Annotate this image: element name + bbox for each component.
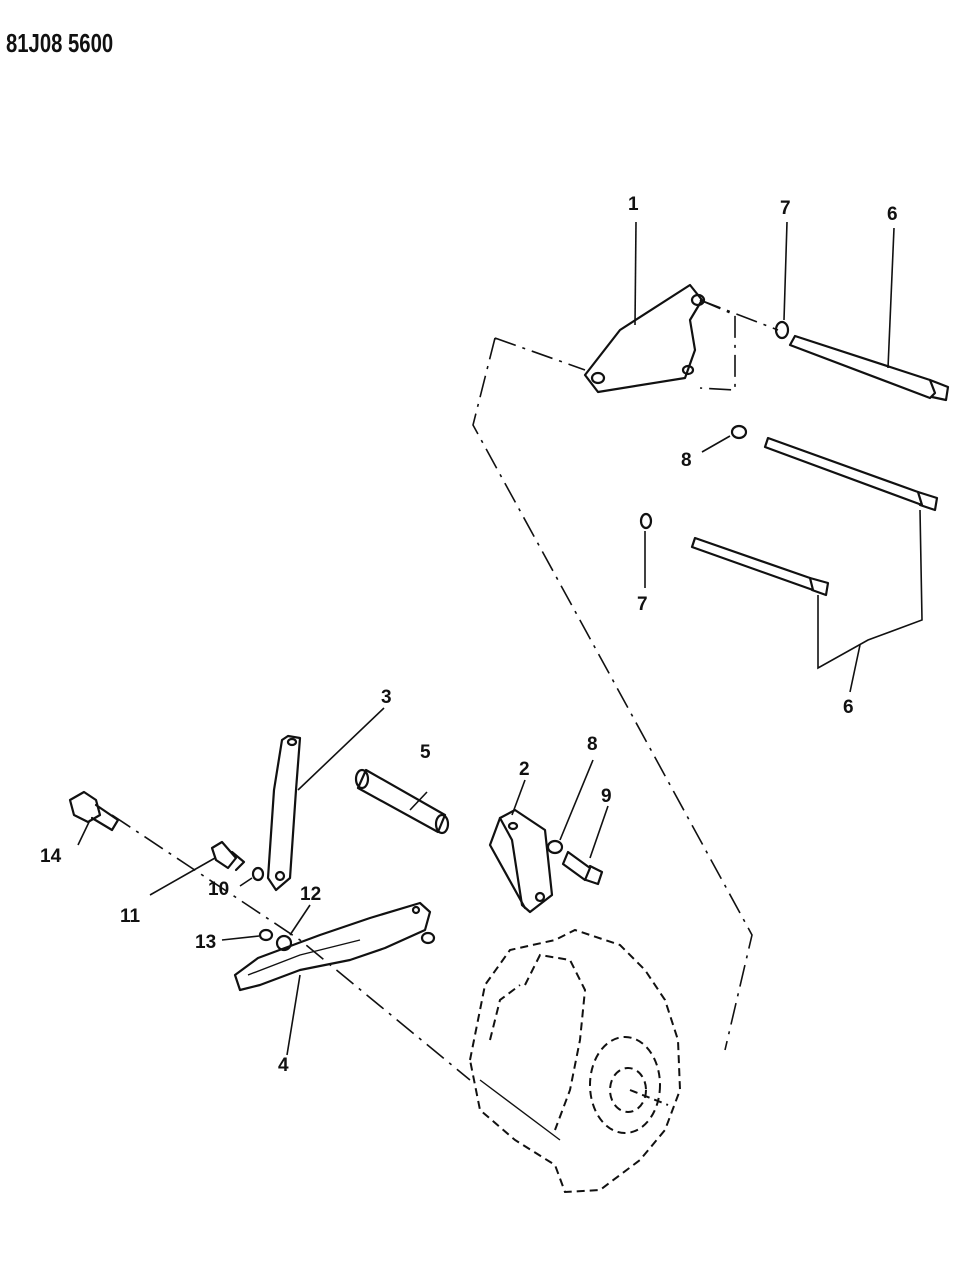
lock-washer-part-13 [258,928,274,942]
callout-7-upper: 7 [780,198,791,219]
pivot-bolt-alignment-dashed [111,814,471,1081]
small-bolt-part-11 [210,840,246,872]
hex-bolt-part-9 [561,850,604,886]
callout-2: 2 [519,759,530,780]
assembly-outline-dashed [472,337,753,1051]
spacer-sleeve-part-5 [354,768,450,835]
callout-9: 9 [601,786,612,807]
lock-washer-part-7-lower [639,512,653,530]
adjusting-strap-part-3 [266,734,302,892]
curved-adjusting-brace-part-4 [233,901,436,992]
long-bolt-part-6-lower [690,536,830,597]
callout-8-lower: 8 [587,734,598,755]
lock-washer-part-8-lower [546,839,564,855]
callout-1: 1 [628,194,639,215]
long-bolt-part-6-middle [763,436,939,512]
callout-7-lower: 7 [637,594,648,615]
callout-14: 14 [40,846,62,867]
callout-13: 13 [195,932,216,953]
alternator-ghost-outline [468,928,682,1194]
callout-5: 5 [420,742,431,763]
leader-lines [77,221,895,1056]
flat-washer-part-12 [275,934,293,952]
callout-6-upper: 6 [887,204,898,225]
callout-10: 10 [208,879,229,900]
lock-washer-part-7-upper [774,320,790,340]
alternator-bracket-part-2 [488,808,554,914]
callout-8-upper: 8 [681,450,692,471]
mounting-bracket-part-1 [583,283,706,394]
callout-12: 12 [300,884,321,905]
callout-11: 11 [120,906,141,927]
bolt-alignment-dashed [699,299,779,331]
lock-washer-part-8-upper [730,424,748,440]
long-bolt-part-6-upper [788,334,950,402]
callout-3: 3 [381,687,392,708]
pivot-bolt-part-14 [68,790,120,832]
callout-4: 4 [278,1055,289,1076]
diagram-reference-code: 81J08 5600 [6,28,114,58]
assembly-outline-dashed-top [699,299,736,391]
callout-6-lower: 6 [843,697,854,718]
bolt-group-bracket-line [817,509,923,670]
lock-washer-part-10 [251,866,265,882]
